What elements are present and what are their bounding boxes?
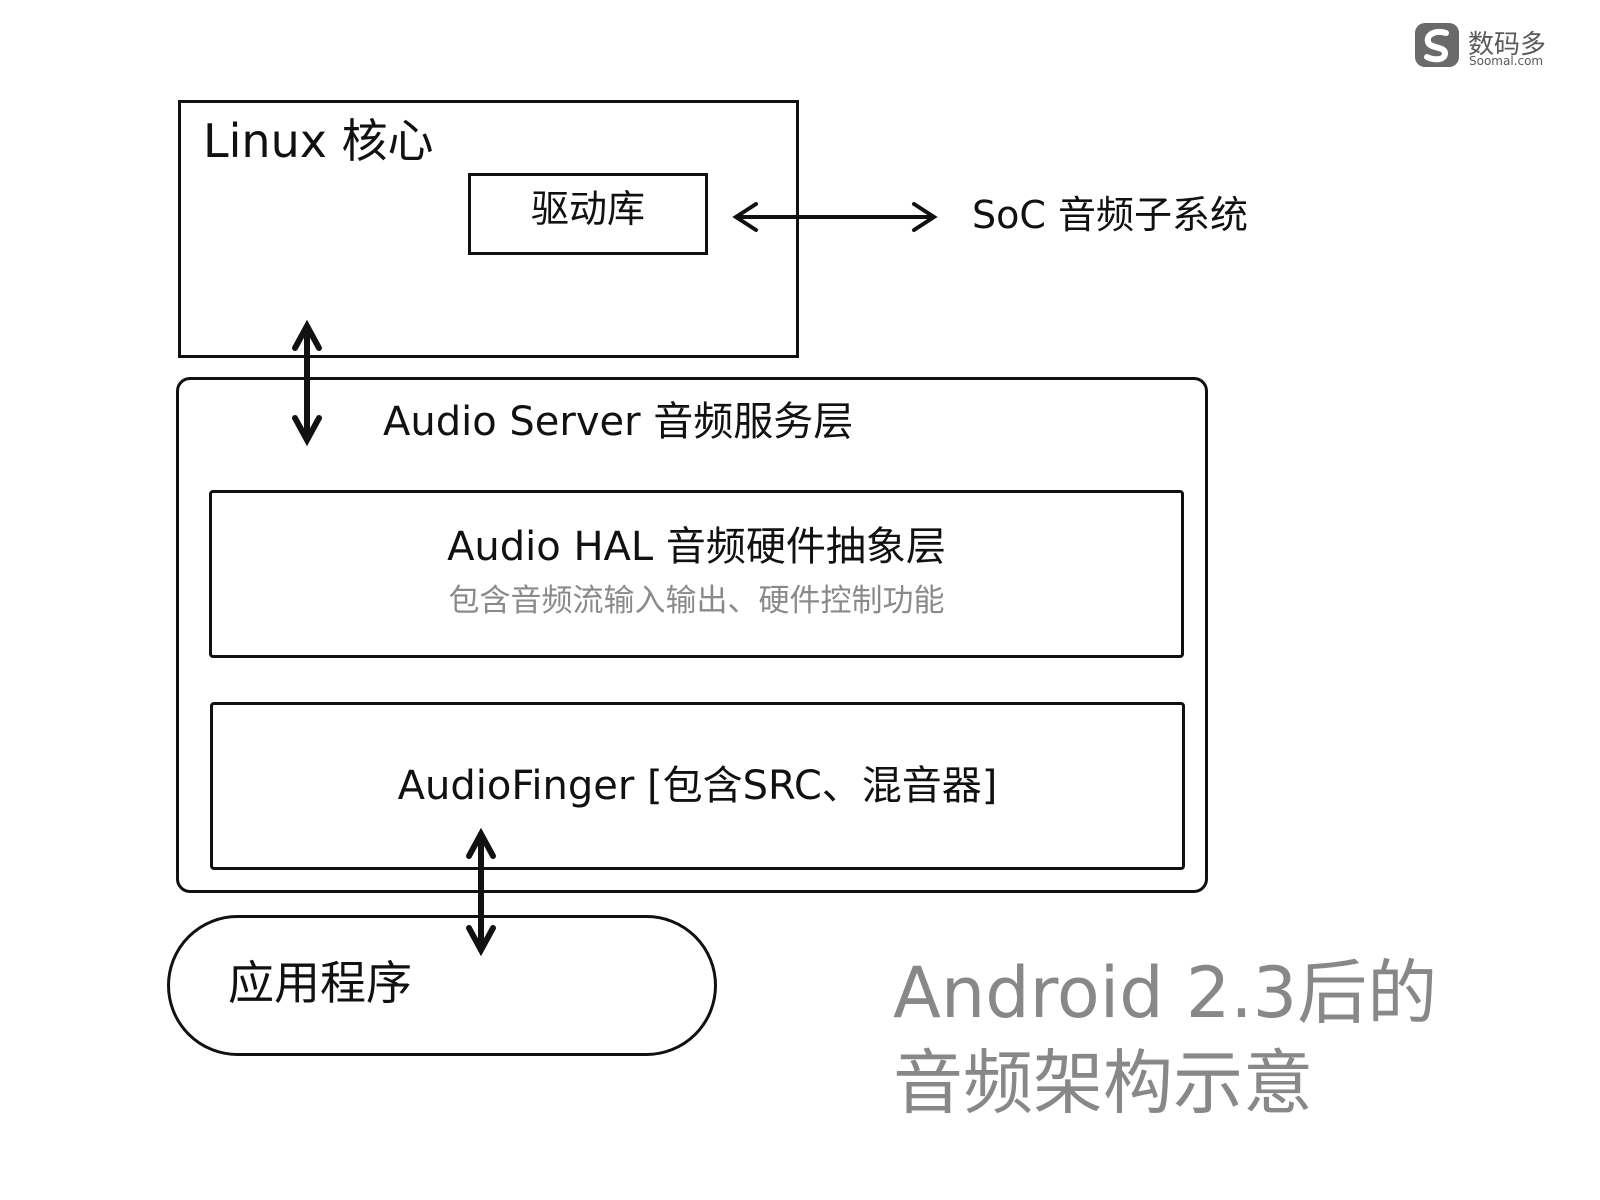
driver-library-label: 驱动库 bbox=[530, 187, 645, 231]
driver-library-box bbox=[468, 173, 708, 255]
soomal-logo-icon bbox=[1415, 23, 1459, 67]
watermark-site: Soomal.com bbox=[1469, 54, 1544, 68]
application-box bbox=[167, 915, 717, 1056]
application-label: 应用程序 bbox=[228, 956, 412, 1010]
soc-audio-subsystem-label: SoC 音频子系统 bbox=[972, 193, 1248, 237]
linux-kernel-box bbox=[178, 100, 799, 358]
audio-hal-title: Audio HAL 音频硬件抽象层 bbox=[447, 524, 946, 570]
audio-finger-label: AudioFinger [包含SRC、混音器] bbox=[397, 763, 998, 809]
audio-hal-box bbox=[209, 490, 1184, 658]
caption-line-1: Android 2.3后的 bbox=[893, 952, 1438, 1034]
linux-kernel-title: Linux 核心 bbox=[203, 114, 434, 168]
watermark-name: 数码多 bbox=[1468, 30, 1547, 60]
watermark: 数码多 Soomal.com bbox=[1414, 20, 1554, 72]
caption-line-2: 音频架构示意 bbox=[893, 1042, 1313, 1124]
audio-server-box bbox=[176, 377, 1208, 893]
audio-server-title: Audio Server 音频服务层 bbox=[383, 399, 854, 445]
audio-hal-subtitle: 包含音频流输入输出、硬件控制功能 bbox=[448, 583, 945, 619]
audio-finger-box bbox=[210, 702, 1185, 870]
